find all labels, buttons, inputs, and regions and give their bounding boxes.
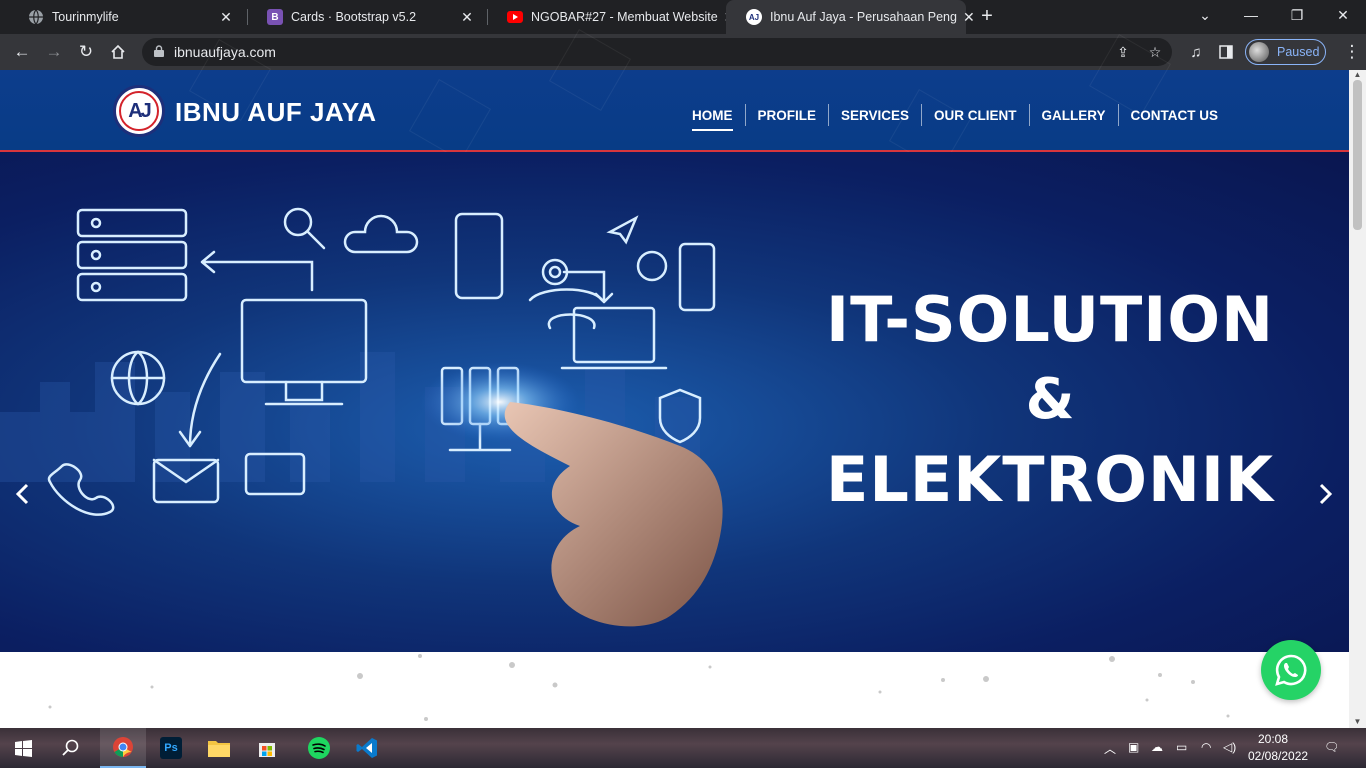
profile-button[interactable]: Paused (1245, 39, 1326, 65)
nav-services[interactable]: SERVICES (841, 107, 910, 123)
share-icon[interactable]: ⇪ (1117, 43, 1129, 60)
hero-line-2: & (1025, 367, 1075, 432)
url-text: ibnuaufjaya.com (174, 44, 276, 60)
forward-button[interactable]: → (45, 42, 63, 61)
pointing-hand-graphic (420, 362, 723, 627)
home-icon (111, 44, 125, 59)
scroll-down-arrow[interactable]: ▼ (1353, 717, 1362, 726)
back-button[interactable]: ← (13, 42, 31, 61)
chevron-right-icon (1319, 483, 1333, 505)
hero-headline: IT-SOLUTION & ELEKTRONIK (820, 280, 1280, 520)
scroll-up-arrow[interactable]: ▲ (1353, 70, 1362, 79)
tab-ngobar-youtube[interactable]: NGOBAR#27 - Membuat Website ✕ (487, 0, 735, 34)
menu-kebab-icon[interactable]: ⋮ (1343, 42, 1361, 61)
side-panel-icon[interactable] (1214, 40, 1238, 64)
site-header: AJ IBNU AUF JAYA HOME PROFILE SERVICES O… (0, 29, 1349, 171)
aj-logo-icon: AJ (746, 9, 762, 25)
city-skyline-graphic (0, 352, 700, 482)
profile-status: Paused (1277, 45, 1320, 59)
page-scrollbar[interactable]: ▲ ▼ (1349, 70, 1366, 728)
system-clock[interactable]: 20:08 02/08/2022 (1248, 731, 1309, 765)
tab-title: NGOBAR#27 - Membuat Website (531, 10, 718, 24)
tab-title: Tourinmylife (52, 10, 119, 24)
nav-contact-us[interactable]: CONTACT US (1130, 107, 1219, 123)
close-tab-icon[interactable]: ✕ (220, 8, 232, 25)
site-logo[interactable]: AJ (113, 85, 165, 137)
particle-background (48, 654, 1230, 721)
hero-line-3: ELEKTRONIK (826, 443, 1274, 516)
tab-bootstrap-cards[interactable]: B Cards · Bootstrap v5.2 ✕ (247, 0, 487, 34)
lock-icon (154, 45, 164, 57)
nav-divider (828, 104, 830, 126)
nav-gallery[interactable]: GALLERY (1041, 107, 1106, 123)
brand-name[interactable]: IBNU AUF JAYA (175, 97, 377, 127)
new-tab-button[interactable]: + (981, 4, 993, 27)
nav-profile[interactable]: PROFILE (757, 107, 817, 123)
volume-icon[interactable]: ◁) (1223, 740, 1237, 754)
tab-title: Ibnu Auf Jaya - Perusahaan Peng (770, 10, 957, 24)
tab-divider (247, 9, 248, 25)
chevron-left-icon (15, 483, 29, 505)
onedrive-cloud-icon[interactable]: ☁ (1151, 740, 1163, 754)
microsoft-store-icon[interactable] (244, 728, 290, 768)
address-bar[interactable]: ibnuaufjaya.com ⇪ ☆ (142, 38, 1172, 66)
main-nav: HOME PROFILE SERVICES OUR CLIENT GALLERY… (680, 104, 1230, 131)
search-icon[interactable] (48, 728, 94, 768)
avatar (1249, 42, 1269, 62)
tab-divider (487, 9, 488, 25)
youtube-icon (507, 9, 523, 25)
tab-search-button[interactable]: ⌄ (1199, 6, 1211, 23)
scrollbar-thumb[interactable] (1353, 80, 1362, 230)
nav-divider (1028, 104, 1030, 126)
nav-divider (921, 104, 923, 126)
whatsapp-chat-button[interactable] (1261, 640, 1321, 700)
notifications-icon[interactable]: 🗨 (1324, 740, 1340, 754)
nav-divider (1117, 104, 1119, 126)
clock-time: 20:08 (1257, 732, 1289, 746)
chrome-icon[interactable] (100, 728, 146, 768)
clock-date: 02/08/2022 (1248, 749, 1309, 763)
reload-button[interactable]: ↻ (78, 42, 94, 61)
logo-text: AJ (128, 99, 152, 122)
tab-title: Cards · Bootstrap v5.2 (291, 10, 417, 24)
whatsapp-icon (1275, 654, 1307, 686)
globe-icon (28, 9, 44, 25)
carousel-next-button[interactable] (1312, 474, 1340, 514)
bookmark-star-icon[interactable]: ☆ (1148, 43, 1162, 60)
spotify-icon[interactable] (296, 728, 342, 768)
wifi-icon[interactable]: ◠ (1201, 740, 1212, 754)
hex-pattern (409, 79, 491, 161)
home-button[interactable] (106, 40, 130, 64)
web-page: AJ IBNU AUF JAYA HOME PROFILE SERVICES O… (0, 29, 1349, 728)
tab-tourinmylife[interactable]: Tourinmylife ✕ (8, 0, 246, 34)
windows-taskbar: Ps ︿ ▣ ☁ ▭ ◠ ◁) 20:08 02/08/2022 🗨 (0, 728, 1366, 768)
file-explorer-icon[interactable] (196, 728, 242, 768)
close-tab-icon[interactable]: ✕ (962, 8, 975, 25)
tab-ibnu-auf-jaya[interactable]: AJ Ibnu Auf Jaya - Perusahaan Peng ✕ (726, 0, 975, 34)
tech-network-illustration (47, 207, 716, 516)
media-control-icon[interactable]: ♫ (1190, 43, 1202, 61)
minimize-button[interactable]: — (1244, 7, 1258, 23)
windows-start-icon[interactable] (0, 728, 46, 768)
photoshop-icon[interactable]: Ps (148, 728, 194, 768)
restore-button[interactable]: ❐ (1290, 6, 1304, 23)
bootstrap-icon: B (267, 9, 283, 25)
meet-now-icon[interactable]: ▣ (1128, 740, 1140, 754)
hero-line-1: IT-SOLUTION (826, 283, 1274, 356)
vscode-icon[interactable] (344, 728, 390, 768)
close-tab-icon[interactable]: ✕ (461, 8, 473, 25)
browser-tab-strip: Tourinmylife ✕ B Cards · Bootstrap v5.2 … (0, 0, 1366, 34)
show-hidden-icons-chevron[interactable]: ︿ (1104, 742, 1117, 756)
nav-our-client[interactable]: OUR CLIENT (934, 107, 1017, 123)
close-window-button[interactable]: ✕ (1337, 6, 1349, 23)
battery-icon[interactable]: ▭ (1176, 740, 1188, 754)
browser-toolbar: ← → ↻ ibnuaufjaya.com ⇪ ☆ ♫ Paused ⋮ (0, 34, 1366, 70)
nav-divider (744, 104, 746, 126)
nav-home[interactable]: HOME (680, 108, 745, 131)
carousel-prev-button[interactable] (8, 474, 36, 514)
hero-carousel: IT-SOLUTION & ELEKTRONIK (0, 152, 1349, 652)
